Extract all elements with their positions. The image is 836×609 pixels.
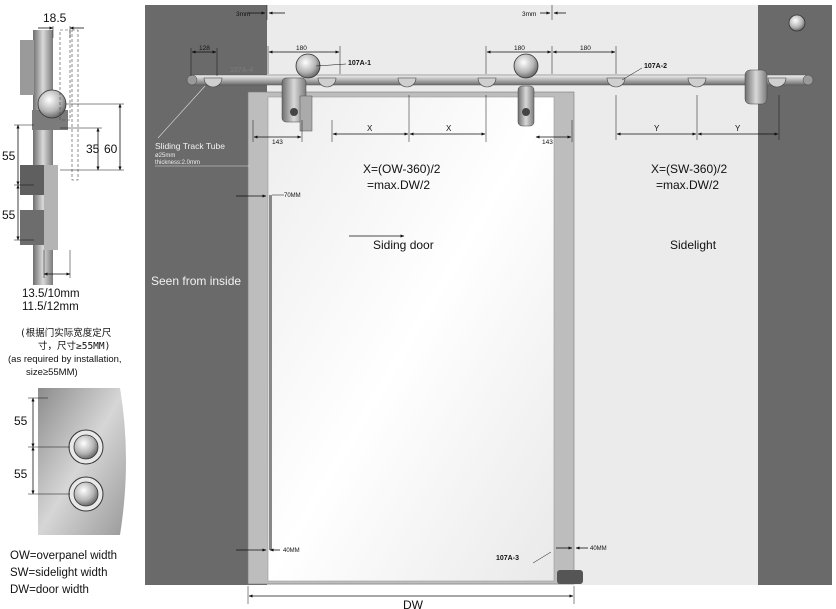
roller-hanger-right xyxy=(513,53,539,127)
dim-70mm: 70MM xyxy=(284,193,301,199)
dim-x-1: X xyxy=(367,124,373,133)
plate-dim-55-a: 55 xyxy=(14,414,28,428)
formula-x-line2: =max.DW/2 xyxy=(367,178,430,192)
note-cn-1: (根据门实际宽度定尺 xyxy=(20,327,112,339)
dim-180-a: 180 xyxy=(296,45,307,52)
sliding-door-label: Siding door xyxy=(373,238,434,252)
seen-from-inside-label: Seen from inside xyxy=(151,274,241,288)
plate-dim-55-b: 55 xyxy=(14,467,28,481)
track-diameter: ø25mm xyxy=(155,153,175,159)
glass-thickness-1: 13.5/10mm xyxy=(22,288,80,300)
dim-40mm-left: 40MM xyxy=(283,548,300,554)
hanger-plate-detail: 55 55 xyxy=(14,388,126,535)
right-wall xyxy=(758,5,832,585)
dim-143-a: 143 xyxy=(272,139,283,146)
part-107a-4: 107A-4 xyxy=(230,67,253,74)
dim-55-a: 55 xyxy=(2,149,16,163)
dim-143-b: 143 xyxy=(542,139,553,146)
part-107a-3: 107A-3 xyxy=(496,555,519,562)
gap-3mm-left: 3mm xyxy=(236,11,250,18)
formula-y-line1: X=(SW-360)/2 xyxy=(651,162,727,176)
formula-x-line1: X=(OW-360)/2 xyxy=(363,162,441,176)
legend-dw: DW=door width xyxy=(10,584,89,596)
left-wall xyxy=(145,5,267,585)
part-107a-1: 107A-1 xyxy=(348,60,371,67)
note-cn-2: 寸，尺寸≥55MM) xyxy=(38,340,110,352)
hanger-section-detail: 18.5 55 55 35 60 13.5/10mm 11.5/12mm (根据… xyxy=(2,11,124,378)
dim-60: 60 xyxy=(104,142,118,156)
sidelight-clamp xyxy=(744,69,768,105)
track-brackets xyxy=(203,77,787,88)
dim-y-1: Y xyxy=(654,124,660,133)
dim-128: 128 xyxy=(199,45,210,52)
dim-55-b: 55 xyxy=(2,208,16,222)
note-en-2: size≥55MM) xyxy=(26,367,78,378)
wheel-section xyxy=(37,89,67,119)
dw-label: DW xyxy=(403,598,424,609)
floor-guide xyxy=(557,570,583,584)
roller-hanger-left xyxy=(281,53,321,132)
note-en-1: (as required by installation, xyxy=(8,354,122,365)
dim-18-5: 18.5 xyxy=(43,11,67,25)
dim-180-b: 180 xyxy=(514,45,525,52)
sliding-door-panel xyxy=(267,96,555,582)
door-handle xyxy=(269,195,272,550)
glass-thickness-2: 11.5/12mm xyxy=(22,301,79,313)
dim-180-c: 180 xyxy=(580,45,591,52)
sliding-track-tube xyxy=(187,74,811,86)
part-107a-2: 107A-2 xyxy=(644,63,667,70)
elevation-view: 3mm 3mm 128 180 180 180 107A-4 107A-1 10… xyxy=(145,5,832,609)
legend-sw: SW=sidelight width xyxy=(10,567,107,579)
formula-y-line2: =max.DW/2 xyxy=(656,178,719,192)
dim-x-2: X xyxy=(446,124,452,133)
track-thickness: thickness:2.0mm xyxy=(155,160,200,166)
gap-3mm-right: 3mm xyxy=(522,11,536,18)
track-title: Sliding Track Tube xyxy=(155,141,225,151)
dim-40mm-right: 40MM xyxy=(590,546,607,552)
sidelight-label: Sidelight xyxy=(670,238,717,252)
legend-ow: OW=overpanel width xyxy=(10,550,117,562)
wall-stopper xyxy=(788,14,806,32)
dim-35: 35 xyxy=(86,142,100,156)
dim-y-2: Y xyxy=(735,124,741,133)
